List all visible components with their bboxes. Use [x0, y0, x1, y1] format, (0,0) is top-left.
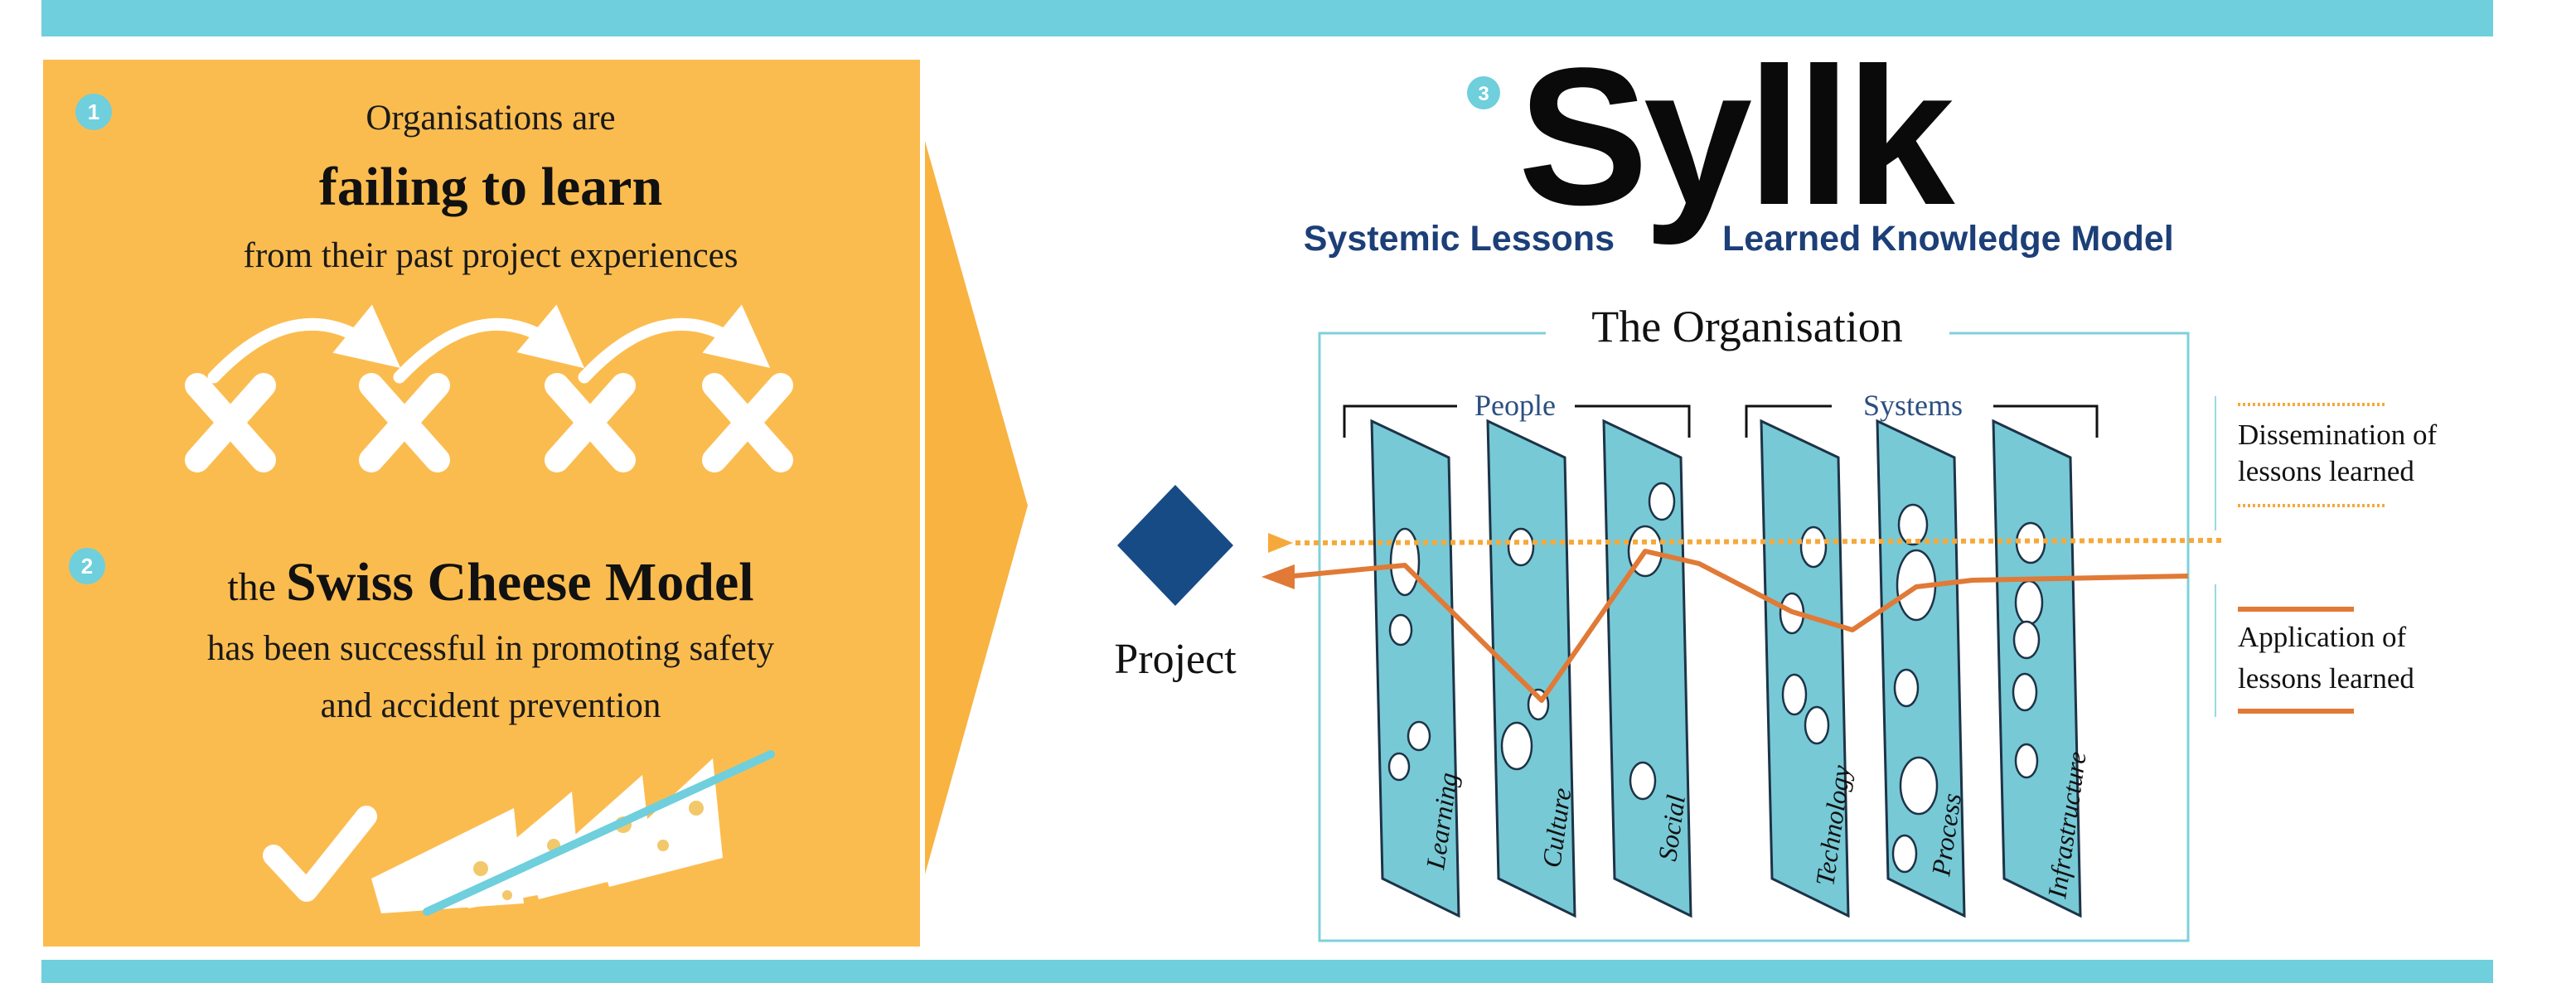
- step2-line1-prefix: the: [227, 565, 286, 609]
- group-brackets: [1343, 404, 2099, 438]
- step1-line1: Organisations are: [366, 99, 615, 138]
- cheese-slices-icon: [371, 750, 775, 916]
- frame-title: The Organisation: [1591, 302, 1902, 351]
- checkmark-icon: [263, 806, 377, 902]
- step3-badge-number: 3: [1478, 83, 1489, 105]
- curved-arrow-icon: [207, 304, 771, 384]
- application-path: [1261, 549, 2189, 703]
- syllk-header: 3 Syllk Systemic Lessons Learned Knowled…: [1304, 27, 2174, 259]
- legend-dissemination-line2: lessons learned: [2238, 455, 2414, 487]
- project-diamond-icon: [1117, 485, 1233, 606]
- project-node: Project: [1114, 485, 1237, 683]
- step2-line1-bold: Swiss Cheese Model: [286, 552, 754, 613]
- slice-learning: Learning: [1370, 419, 1463, 918]
- group-systems-label: Systems: [1863, 389, 1963, 422]
- step3-badge: [1467, 76, 1500, 109]
- subtitle-left: Systemic Lessons: [1304, 219, 1615, 259]
- step2-line2: has been successful in promoting safety: [207, 629, 775, 668]
- slice-process: Process: [1876, 419, 1967, 918]
- top-band: [41, 0, 2493, 36]
- dissemination-path: [1268, 533, 2222, 553]
- subtitle-right: Learned Knowledge Model: [1722, 219, 2174, 259]
- project-label: Project: [1114, 636, 1237, 683]
- group-people-label: People: [1474, 389, 1556, 422]
- bottom-band: [41, 960, 2493, 983]
- panel-arrow-head: [925, 141, 1028, 874]
- legend-application-line1: Application of: [2238, 621, 2406, 653]
- step2-line3: and accident prevention: [321, 686, 661, 725]
- legend-application-line2: lessons learned: [2238, 662, 2414, 695]
- left-panel: 1 Organisations are failing to learn fro…: [43, 60, 1028, 947]
- slice-social: Social: [1602, 419, 1692, 918]
- cross-icon: [185, 373, 793, 472]
- slice-technology: Technology: [1760, 419, 1856, 918]
- step2-badge: [69, 548, 105, 584]
- step1-line2: failing to learn: [319, 157, 662, 217]
- step1-badge: [75, 94, 112, 130]
- step1-line3: from their past project experiences: [244, 236, 738, 275]
- left-panel-body: [43, 60, 920, 947]
- legend-dissemination-line1: Dissemination of: [2238, 419, 2437, 451]
- slice-infrastructure: Infrastructure: [1992, 419, 2092, 918]
- step2-badge-number: 2: [81, 554, 93, 579]
- syllk-logo: Syllk: [1518, 27, 1955, 246]
- step1-badge-number: 1: [88, 99, 99, 124]
- legend: Dissemination of lessons learned Applica…: [2215, 396, 2437, 717]
- organisation-frame: The Organisation: [1318, 302, 2190, 942]
- step2-line1: the Swiss Cheese Model: [227, 552, 753, 613]
